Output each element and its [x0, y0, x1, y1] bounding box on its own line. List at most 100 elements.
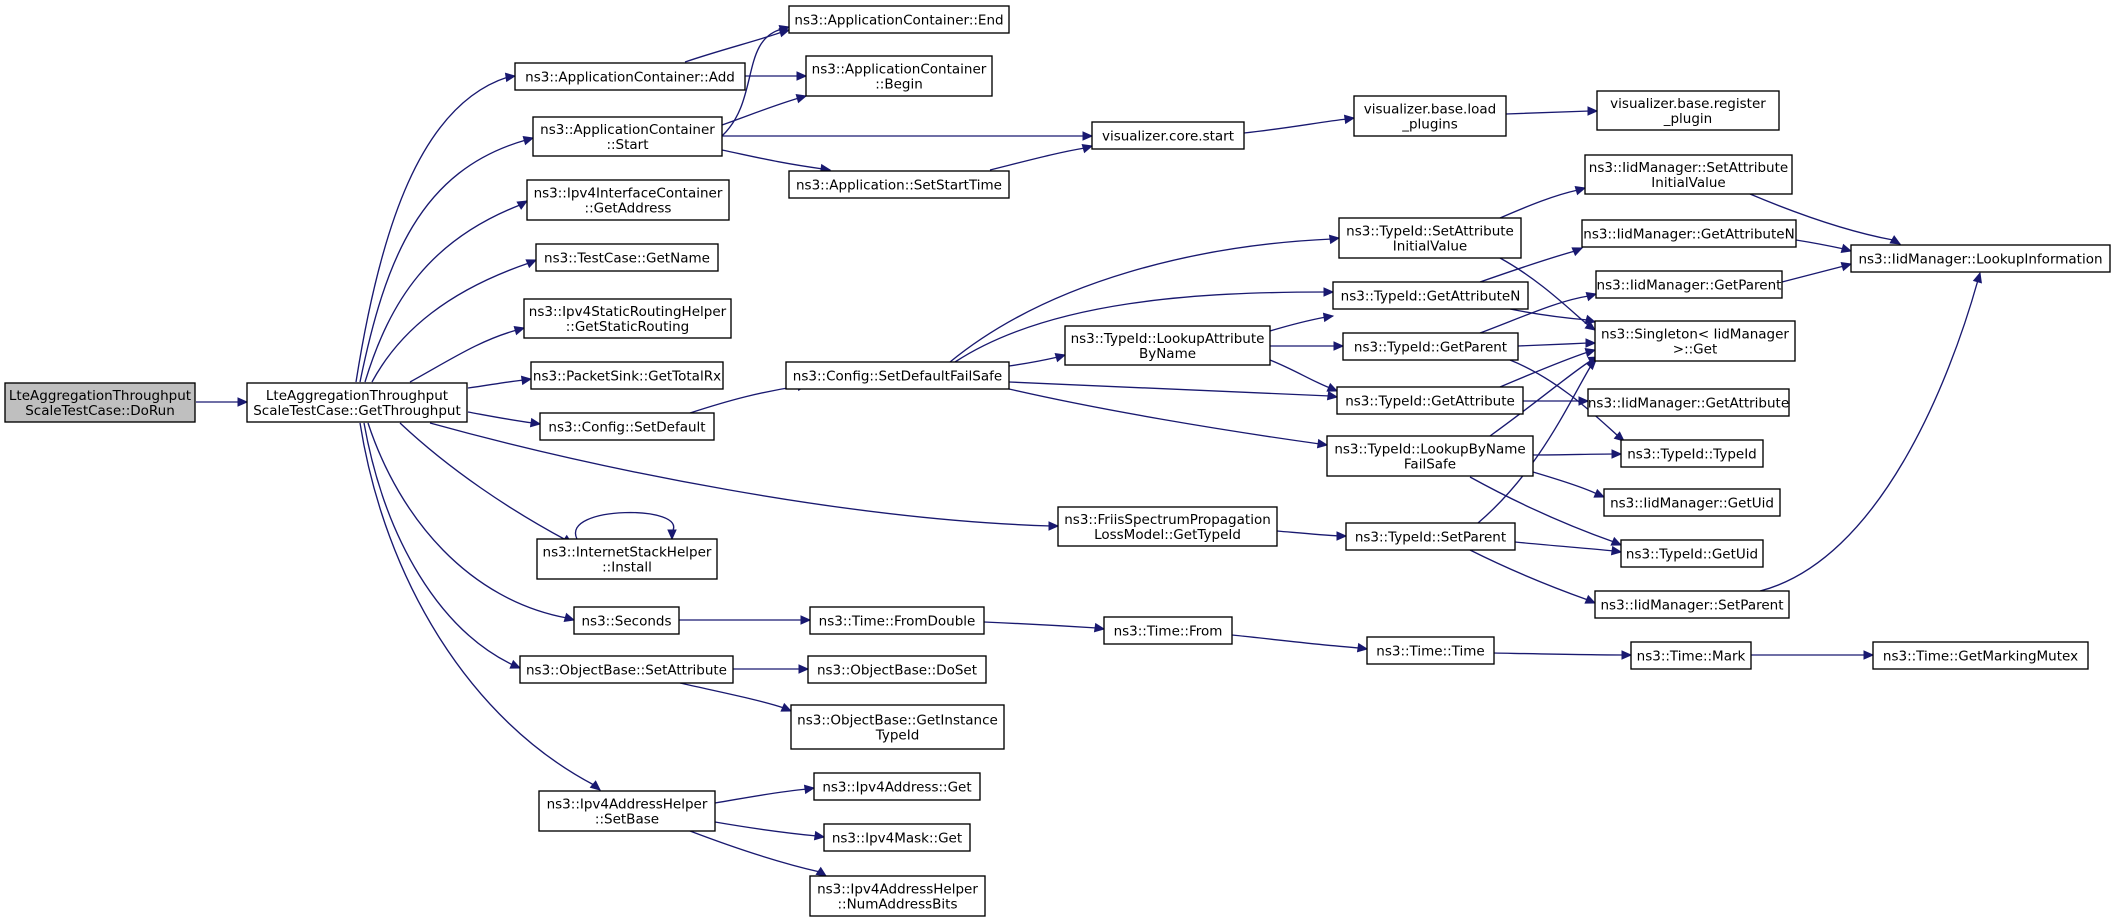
- node-iid-getattributen[interactable]: ns3::IidManager::GetAttributeN: [1581, 219, 1797, 248]
- edge-line: [1759, 272, 1981, 592]
- node-label-line: LossModel::GetTypeId: [1094, 527, 1241, 543]
- node-time-mark[interactable]: ns3::Time::Mark: [1630, 641, 1752, 670]
- node-box: [526, 179, 730, 221]
- edge-config_setdefaultfailsafe-to-typeid_getattributen: [954, 287, 1335, 363]
- edge-line: [1276, 530, 1346, 537]
- node-box: [1594, 590, 1790, 619]
- node-iid-getattribute[interactable]: ns3::IidManager::GetAttribute: [1587, 388, 1790, 417]
- edge-appcont_start-to-vis_core_start: [722, 131, 1094, 141]
- node-time-time[interactable]: ns3::Time::Time: [1366, 636, 1495, 665]
- node-iid-setattributeinitialvalue[interactable]: ns3::IidManager::SetAttributeInitialValu…: [1584, 154, 1793, 195]
- node-iid-getuid[interactable]: ns3::IidManager::GetUid: [1603, 488, 1781, 517]
- edge-arrowhead: [667, 529, 677, 541]
- node-singleton-get[interactable]: ns3::Singleton< IidManager>::Get: [1594, 320, 1796, 362]
- node-typeid-setparent[interactable]: ns3::TypeId::SetParent: [1345, 522, 1516, 551]
- node-vis-base-load-plugins[interactable]: visualizer.base.load_plugins: [1353, 95, 1507, 137]
- node-box: [1326, 435, 1534, 477]
- node-label-line: ns3::ObjectBase::DoSet: [817, 663, 977, 679]
- edge-arrowhead: [1326, 390, 1339, 401]
- edge-line: [429, 422, 1058, 527]
- edge-arrowhead: [1587, 106, 1599, 116]
- node-iid-lookupinformation[interactable]: ns3::IidManager::LookupInformation: [1850, 244, 2111, 273]
- edge-line: [679, 682, 792, 712]
- node-ipv4addrhelper-numaddressbits[interactable]: ns3::Ipv4AddressHelper::NumAddressBits: [809, 875, 986, 917]
- node-box: [785, 361, 1010, 390]
- node-objbase-doset[interactable]: ns3::ObjectBase::DoSet: [807, 655, 987, 684]
- node-getthroughput[interactable]: LteAggregationThroughputScaleTestCase::G…: [246, 382, 468, 423]
- node-label-line: ns3::Singleton< IidManager: [1601, 327, 1789, 343]
- node-box: [530, 361, 724, 390]
- node-ipv4addrhelper-setbase[interactable]: ns3::Ipv4AddressHelper::SetBase: [538, 790, 716, 832]
- node-time-from[interactable]: ns3::Time::From: [1103, 616, 1233, 645]
- node-friis-gettypeid[interactable]: ns3::FriisSpectrumPropagationLossModel::…: [1057, 506, 1278, 547]
- node-typeid-typeid[interactable]: ns3::TypeId::TypeId: [1620, 439, 1764, 468]
- node-vis-base-register-plugin[interactable]: visualizer.base.register_plugin: [1596, 90, 1780, 131]
- edge-arrowhead: [1611, 449, 1623, 459]
- edge-arrowhead: [815, 866, 828, 877]
- edge-line: [1505, 110, 1597, 115]
- edge-arrowhead: [1584, 320, 1597, 331]
- node-typeid-getuid[interactable]: ns3::TypeId::GetUid: [1620, 539, 1764, 568]
- edge-getthroughput-to-inetstack_install: [399, 422, 574, 545]
- node-box: [535, 243, 719, 272]
- node-iid-getparent[interactable]: ns3::IidManager::GetParent: [1595, 270, 1783, 299]
- node-label-line: ns3::Seconds: [582, 614, 672, 630]
- edge-line: [983, 621, 1105, 630]
- node-config-setdefaultfailsafe[interactable]: ns3::Config::SetDefaultFailSafe: [785, 361, 1010, 390]
- node-box: [809, 606, 985, 635]
- edge-line: [1477, 359, 1597, 524]
- node-box: [1620, 439, 1764, 468]
- node-appcont-start[interactable]: ns3::ApplicationContainer::Start: [532, 116, 723, 157]
- node-box: [1595, 270, 1783, 299]
- node-time-getmarkingmutex[interactable]: ns3::Time::GetMarkingMutex: [1872, 641, 2089, 670]
- node-time-fromdouble[interactable]: ns3::Time::FromDouble: [809, 606, 985, 635]
- edge-config_setdefaultfailsafe-to-typeid_setattributeinitialvalue: [949, 234, 1341, 363]
- node-box: [1581, 219, 1797, 248]
- node-inetstack-install[interactable]: ns3::InternetStackHelper::Install: [536, 538, 718, 580]
- edge-arrowhead: [1840, 262, 1853, 272]
- node-vis-core-start[interactable]: visualizer.core.start: [1091, 121, 1245, 150]
- node-label-line: ns3::ApplicationContainer: [812, 62, 987, 78]
- node-iid-setparent[interactable]: ns3::IidManager::SetParent: [1594, 590, 1790, 619]
- edge-arrowhead: [1343, 114, 1356, 125]
- edge-getthroughput-to-friis_gettypeid: [429, 422, 1060, 531]
- edge-arrowhead: [1621, 650, 1633, 660]
- node-label-line: ns3::Ipv4AddressHelper: [547, 797, 708, 813]
- node-testcase-getname[interactable]: ns3::TestCase::GetName: [535, 243, 719, 272]
- edge-line: [371, 259, 537, 383]
- node-packetsink-gettotalrx[interactable]: ns3::PacketSink::GetTotalRx: [530, 361, 724, 390]
- edge-arrowhead: [803, 784, 816, 795]
- node-typeid-getparent[interactable]: ns3::TypeId::GetParent: [1342, 332, 1519, 361]
- node-config-setdefault[interactable]: ns3::Config::SetDefault: [539, 412, 715, 441]
- node-typeid-getattribute[interactable]: ns3::TypeId::GetAttribute: [1336, 386, 1524, 415]
- edge-arrowhead: [1610, 545, 1623, 556]
- node-box: [1850, 244, 2111, 273]
- node-ipv4address-get[interactable]: ns3::Ipv4Address::Get: [813, 772, 981, 801]
- edge-getthroughput-to-ipv4ifc_getaddress: [364, 200, 529, 383]
- node-app-setstarttime[interactable]: ns3::Application::SetStartTime: [788, 170, 1010, 199]
- node-label-line: ns3::PacketSink::GetTotalRx: [533, 369, 721, 385]
- edge-line: [714, 821, 825, 838]
- node-appcont-add[interactable]: ns3::ApplicationContainer::Add: [514, 62, 746, 91]
- node-typeid-getattributen[interactable]: ns3::TypeId::GetAttributeN: [1332, 281, 1529, 310]
- node-appcont-begin[interactable]: ns3::ApplicationContainer::Begin: [805, 55, 993, 97]
- node-label-line: ns3::Config::SetDefault: [548, 420, 705, 436]
- node-seconds[interactable]: ns3::Seconds: [573, 606, 680, 635]
- edge-arrowhead: [1054, 353, 1067, 363]
- edge-arrowhead: [1863, 650, 1875, 660]
- node-appcont-end[interactable]: ns3::ApplicationContainer::End: [788, 5, 1010, 34]
- node-ipv4mask-get[interactable]: ns3::Ipv4Mask::Get: [823, 823, 971, 852]
- node-label-line: ns3::Ipv4Address::Get: [822, 780, 971, 796]
- node-label-line: _plugins: [1401, 117, 1458, 133]
- node-root[interactable]: LteAggregationThroughputScaleTestCase::D…: [4, 382, 196, 423]
- node-label-line: ns3::Time::FromDouble: [819, 614, 976, 630]
- node-ipv4static-getstatic[interactable]: ns3::Ipv4StaticRoutingHelper::GetStaticR…: [523, 298, 732, 339]
- node-objbase-setattribute[interactable]: ns3::ObjectBase::SetAttribute: [519, 655, 734, 684]
- node-ipv4ifc-getaddress[interactable]: ns3::Ipv4InterfaceContainer::GetAddress: [526, 179, 730, 221]
- edge-getthroughput-to-appcont_add: [355, 72, 517, 383]
- nodes-layer: LteAggregationThroughputScaleTestCase::D…: [4, 5, 2111, 917]
